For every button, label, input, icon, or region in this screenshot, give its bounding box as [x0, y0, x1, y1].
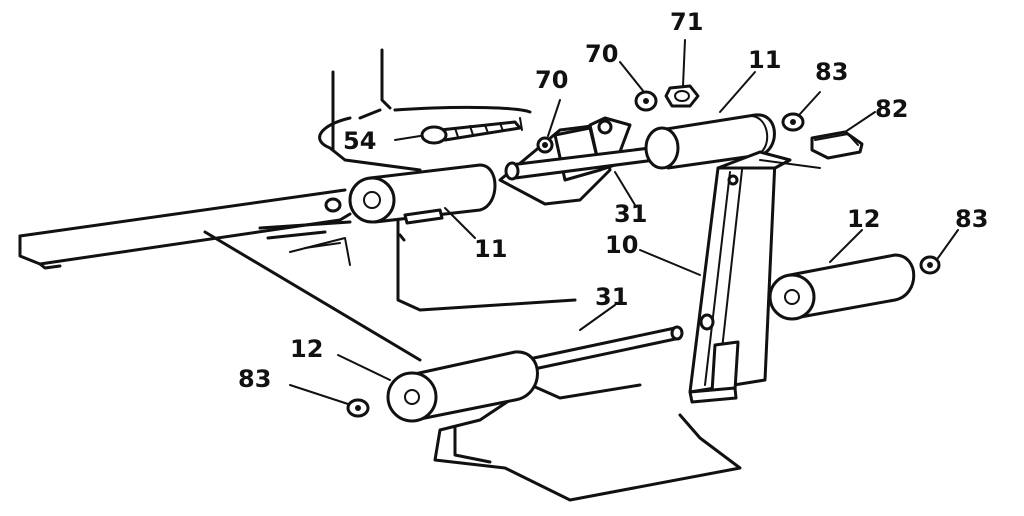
roller-12-right — [768, 253, 941, 321]
upper-hardware — [634, 84, 864, 160]
roller-11-left — [324, 163, 497, 225]
roller-11-upper — [644, 113, 776, 170]
label-10: 10 — [605, 231, 638, 259]
pivot-bracket — [498, 116, 657, 206]
label-31-upper: 31 — [614, 200, 647, 228]
label-83-right: 83 — [955, 205, 988, 233]
bolt-54 — [420, 117, 523, 145]
label-11-upper: 11 — [748, 46, 781, 74]
label-83-upper: 83 — [815, 58, 848, 86]
leader-lines — [289, 39, 959, 405]
label-71: 71 — [670, 8, 703, 36]
roller-12-left — [346, 350, 539, 423]
label-70-top: 70 — [585, 40, 618, 68]
label-70-left: 70 — [535, 66, 568, 94]
label-11-lower: 11 — [474, 235, 507, 263]
shaft-31-lower — [513, 325, 684, 374]
post-10 — [688, 150, 821, 404]
part-labels: 71 70 70 11 83 82 54 11 31 12 83 10 31 1… — [238, 8, 988, 393]
label-82: 82 — [875, 95, 908, 123]
label-12-left: 12 — [290, 335, 323, 363]
label-31-lower: 31 — [595, 283, 628, 311]
label-12-right: 12 — [847, 205, 880, 233]
label-83-left: 83 — [238, 365, 271, 393]
upright-post — [318, 48, 532, 172]
label-54: 54 — [343, 127, 376, 155]
